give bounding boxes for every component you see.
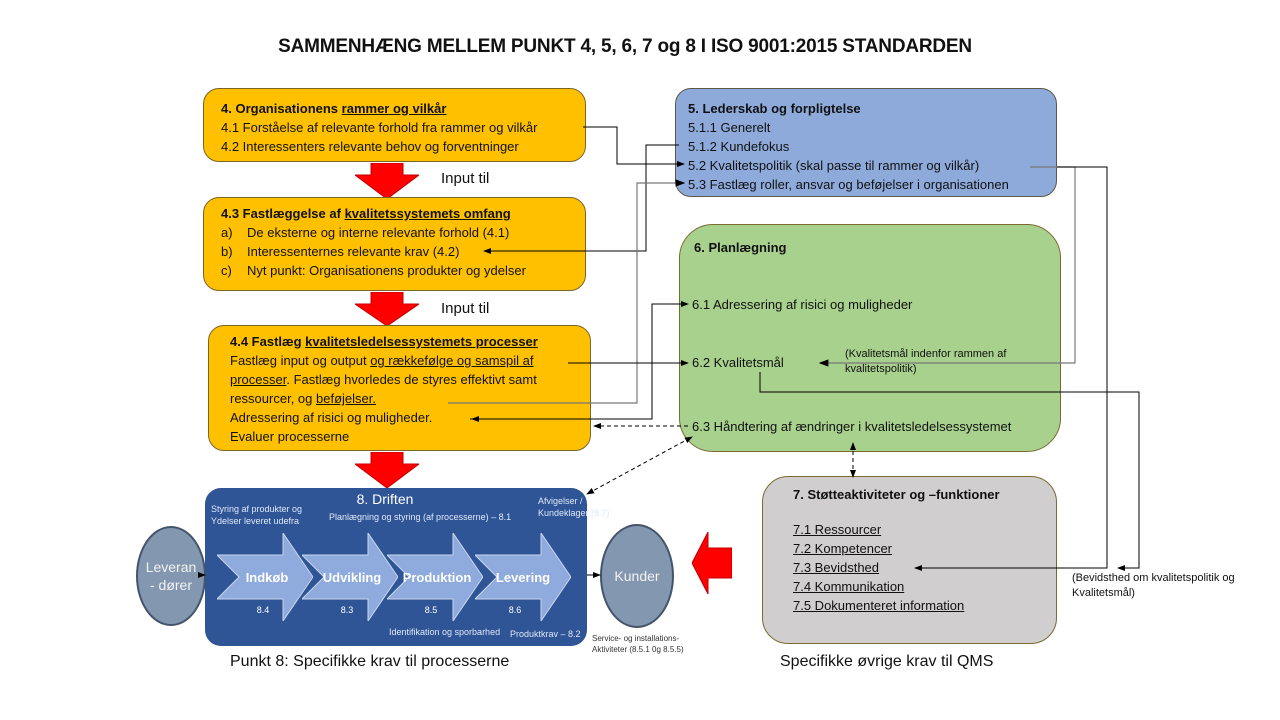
- process-chevron-development: [302, 533, 398, 621]
- box-6-heading: 6. Planlægning: [694, 240, 787, 255]
- customers-circle: Kunder: [600, 524, 674, 628]
- input-to-label-1: Input til: [441, 170, 490, 187]
- process-chevron-delivery: [475, 533, 571, 621]
- box-4-item-4-2: 4.2 Interessenters relevante behov og fo…: [221, 139, 519, 154]
- box-4-3-item-a: a)De eksterne og interne relevante forho…: [221, 225, 510, 240]
- process-chevron-purchasing: [217, 533, 313, 621]
- box-6-item-6-3: 6.3 Håndtering af ændringer i kvalitetsl…: [692, 419, 1012, 434]
- process-label-delivery: Levering: [495, 570, 551, 585]
- box-4-heading: 4. Organisationens rammer og vilkår: [221, 101, 447, 116]
- box-4-4-line-3: ressourcer, og beføjelser.: [230, 391, 376, 406]
- operations-bottom-right-note: Produktkrav – 8.2: [510, 629, 581, 639]
- box-4-context: 4. Organisationens rammer og vilkår 4.1 …: [203, 88, 586, 162]
- box-4-3-heading: 4.3 Fastlæggelse af kvalitetssystemets o…: [221, 206, 511, 221]
- box-7-heading: 7. Støtteaktiviteter og –funktioner: [793, 487, 1000, 502]
- box-4-4-line-1: Fastlæg input og output og rækkefølge og…: [230, 353, 534, 368]
- process-number-development: 8.3: [340, 605, 354, 615]
- box-6-item-6-2: 6.2 Kvalitetsmål: [692, 355, 784, 370]
- red-down-arrow-3: [355, 452, 419, 488]
- operations-top-right-note: Afvigelser /Kundeklager (8.7): [538, 496, 610, 518]
- operations-block: 8. Driften Planlægning og styring (af pr…: [205, 488, 610, 646]
- process-label-purchasing: Indkøb: [245, 570, 289, 585]
- process-number-delivery: 8.6: [508, 605, 522, 615]
- box-7-item-7-3: 7.3 Bevidsthed: [793, 560, 880, 575]
- connector-4-1-to-5-2: [583, 126, 685, 167]
- box-7-item-7-5: 7.5 Dokumenteret information: [793, 598, 965, 613]
- box-4-item-4-1: 4.1 Forståelse af relevante forhold fra …: [221, 120, 538, 135]
- box-4-4-line-4: Adressering af risici og muligheder.: [230, 410, 433, 425]
- process-label-development: Udvikling: [322, 570, 382, 585]
- box-4-3-scope: 4.3 Fastlæggelse af kvalitetssystemets o…: [203, 197, 586, 291]
- box-7-item-7-4: 7.4 Kommunikation: [793, 579, 905, 594]
- input-to-label-2: Input til: [441, 300, 490, 317]
- box-5-leadership: 5. Lederskab og forpligtelse 5.1.1 Gener…: [675, 88, 1057, 197]
- box-6-planning: 6. Planlægning 6.1 Adressering af risici…: [679, 224, 1061, 452]
- red-down-arrow-2: [355, 292, 419, 326]
- red-down-arrow-1: [355, 163, 419, 199]
- box-4-3-item-c: c)Nyt punkt: Organisationens produkter o…: [221, 263, 526, 278]
- box-7-item-7-1: 7.1 Ressourcer: [793, 522, 882, 537]
- box-4-4-heading: 4.4 Fastlæg kvalitetsledelsessystemets p…: [230, 334, 538, 349]
- box-5-item-5-1-1: 5.1.1 Generelt: [688, 120, 771, 135]
- box-6-item-6-1: 6.1 Adressering af risici og muligheder: [692, 297, 913, 312]
- operations-subtitle: Planlægning og styring (af processerne) …: [329, 512, 512, 522]
- caption-left: Punkt 8: Specifikke krav til processerne: [230, 653, 510, 670]
- service-note: Service- og installations-Aktiviteter (8…: [592, 634, 684, 654]
- box-5-item-5-1-2: 5.1.2 Kundefokus: [688, 139, 790, 154]
- box-4-4-line-2: processer. Fastlæg hvorledes de styres e…: [230, 372, 537, 387]
- process-chevron-production: [387, 533, 483, 621]
- box-5-item-5-2: 5.2 Kvalitetspolitik (skal passe til ram…: [688, 158, 980, 173]
- operations-title: 8. Driften: [356, 491, 414, 507]
- process-number-purchasing: 8.4: [256, 605, 270, 615]
- box-4-4-line-5: Evaluer processerne: [230, 429, 350, 444]
- caption-right: Specifikke øvrige krav til QMS: [780, 653, 994, 670]
- box-4-4-processes: 4.4 Fastlæg kvalitetsledelsessystemets p…: [208, 325, 591, 451]
- box-4-3-item-b: b)Interessenternes relevante krav (4.2): [221, 244, 460, 259]
- process-label-production: Produktion: [402, 570, 472, 585]
- connector-6-3-to-operations-dashed: [586, 437, 691, 495]
- page-title: SAMMENHÆNG MELLEM PUNKT 4, 5, 6, 7 og 8 …: [278, 36, 972, 57]
- operations-bottom-middle-note: Identifikation og sporbarhed: [389, 627, 501, 637]
- box-5-heading: 5. Lederskab og forpligtelse: [688, 101, 861, 116]
- box-7-item-7-2: 7.2 Kompetencer: [793, 541, 893, 556]
- process-number-production: 8.5: [424, 605, 438, 615]
- red-left-arrow: [692, 532, 732, 594]
- box-5-item-5-3: 5.3 Fastlæg roller, ansvar og beføjelser…: [688, 177, 1009, 192]
- suppliers-circle: Leveran- dører: [136, 526, 206, 626]
- box-7-support: 7. Støtteaktiviteter og –funktioner 7.1 …: [762, 476, 1057, 644]
